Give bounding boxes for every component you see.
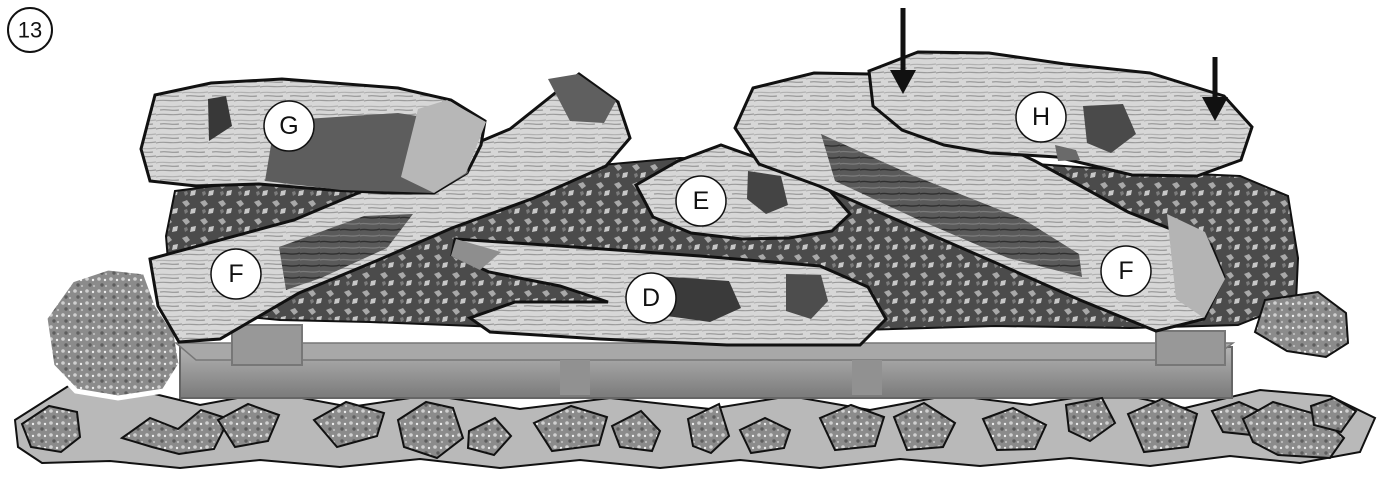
label-text-F-left: F	[228, 260, 243, 288]
label-text-H: H	[1032, 103, 1050, 131]
label-F-right: F	[1101, 246, 1151, 296]
label-G: G	[264, 101, 314, 151]
tray-mid-panel-right	[852, 360, 882, 395]
label-text-F-right: F	[1118, 257, 1133, 285]
label-text-D: D	[642, 284, 660, 312]
front-rock-right-cluster	[1255, 292, 1348, 357]
step-badge: 13	[8, 8, 52, 52]
log-G	[141, 79, 486, 193]
step-number: 13	[18, 18, 42, 43]
tray-top-rail	[176, 343, 1233, 360]
label-D: D	[626, 273, 676, 323]
tray-right-post	[1156, 331, 1225, 365]
tray-left-post	[232, 325, 302, 365]
tray-mid-panel-left	[560, 360, 590, 395]
label-text-E: E	[693, 187, 710, 215]
label-F-left: F	[211, 249, 261, 299]
label-text-G: G	[279, 112, 298, 140]
label-H: H	[1016, 92, 1066, 142]
label-E: E	[676, 176, 726, 226]
